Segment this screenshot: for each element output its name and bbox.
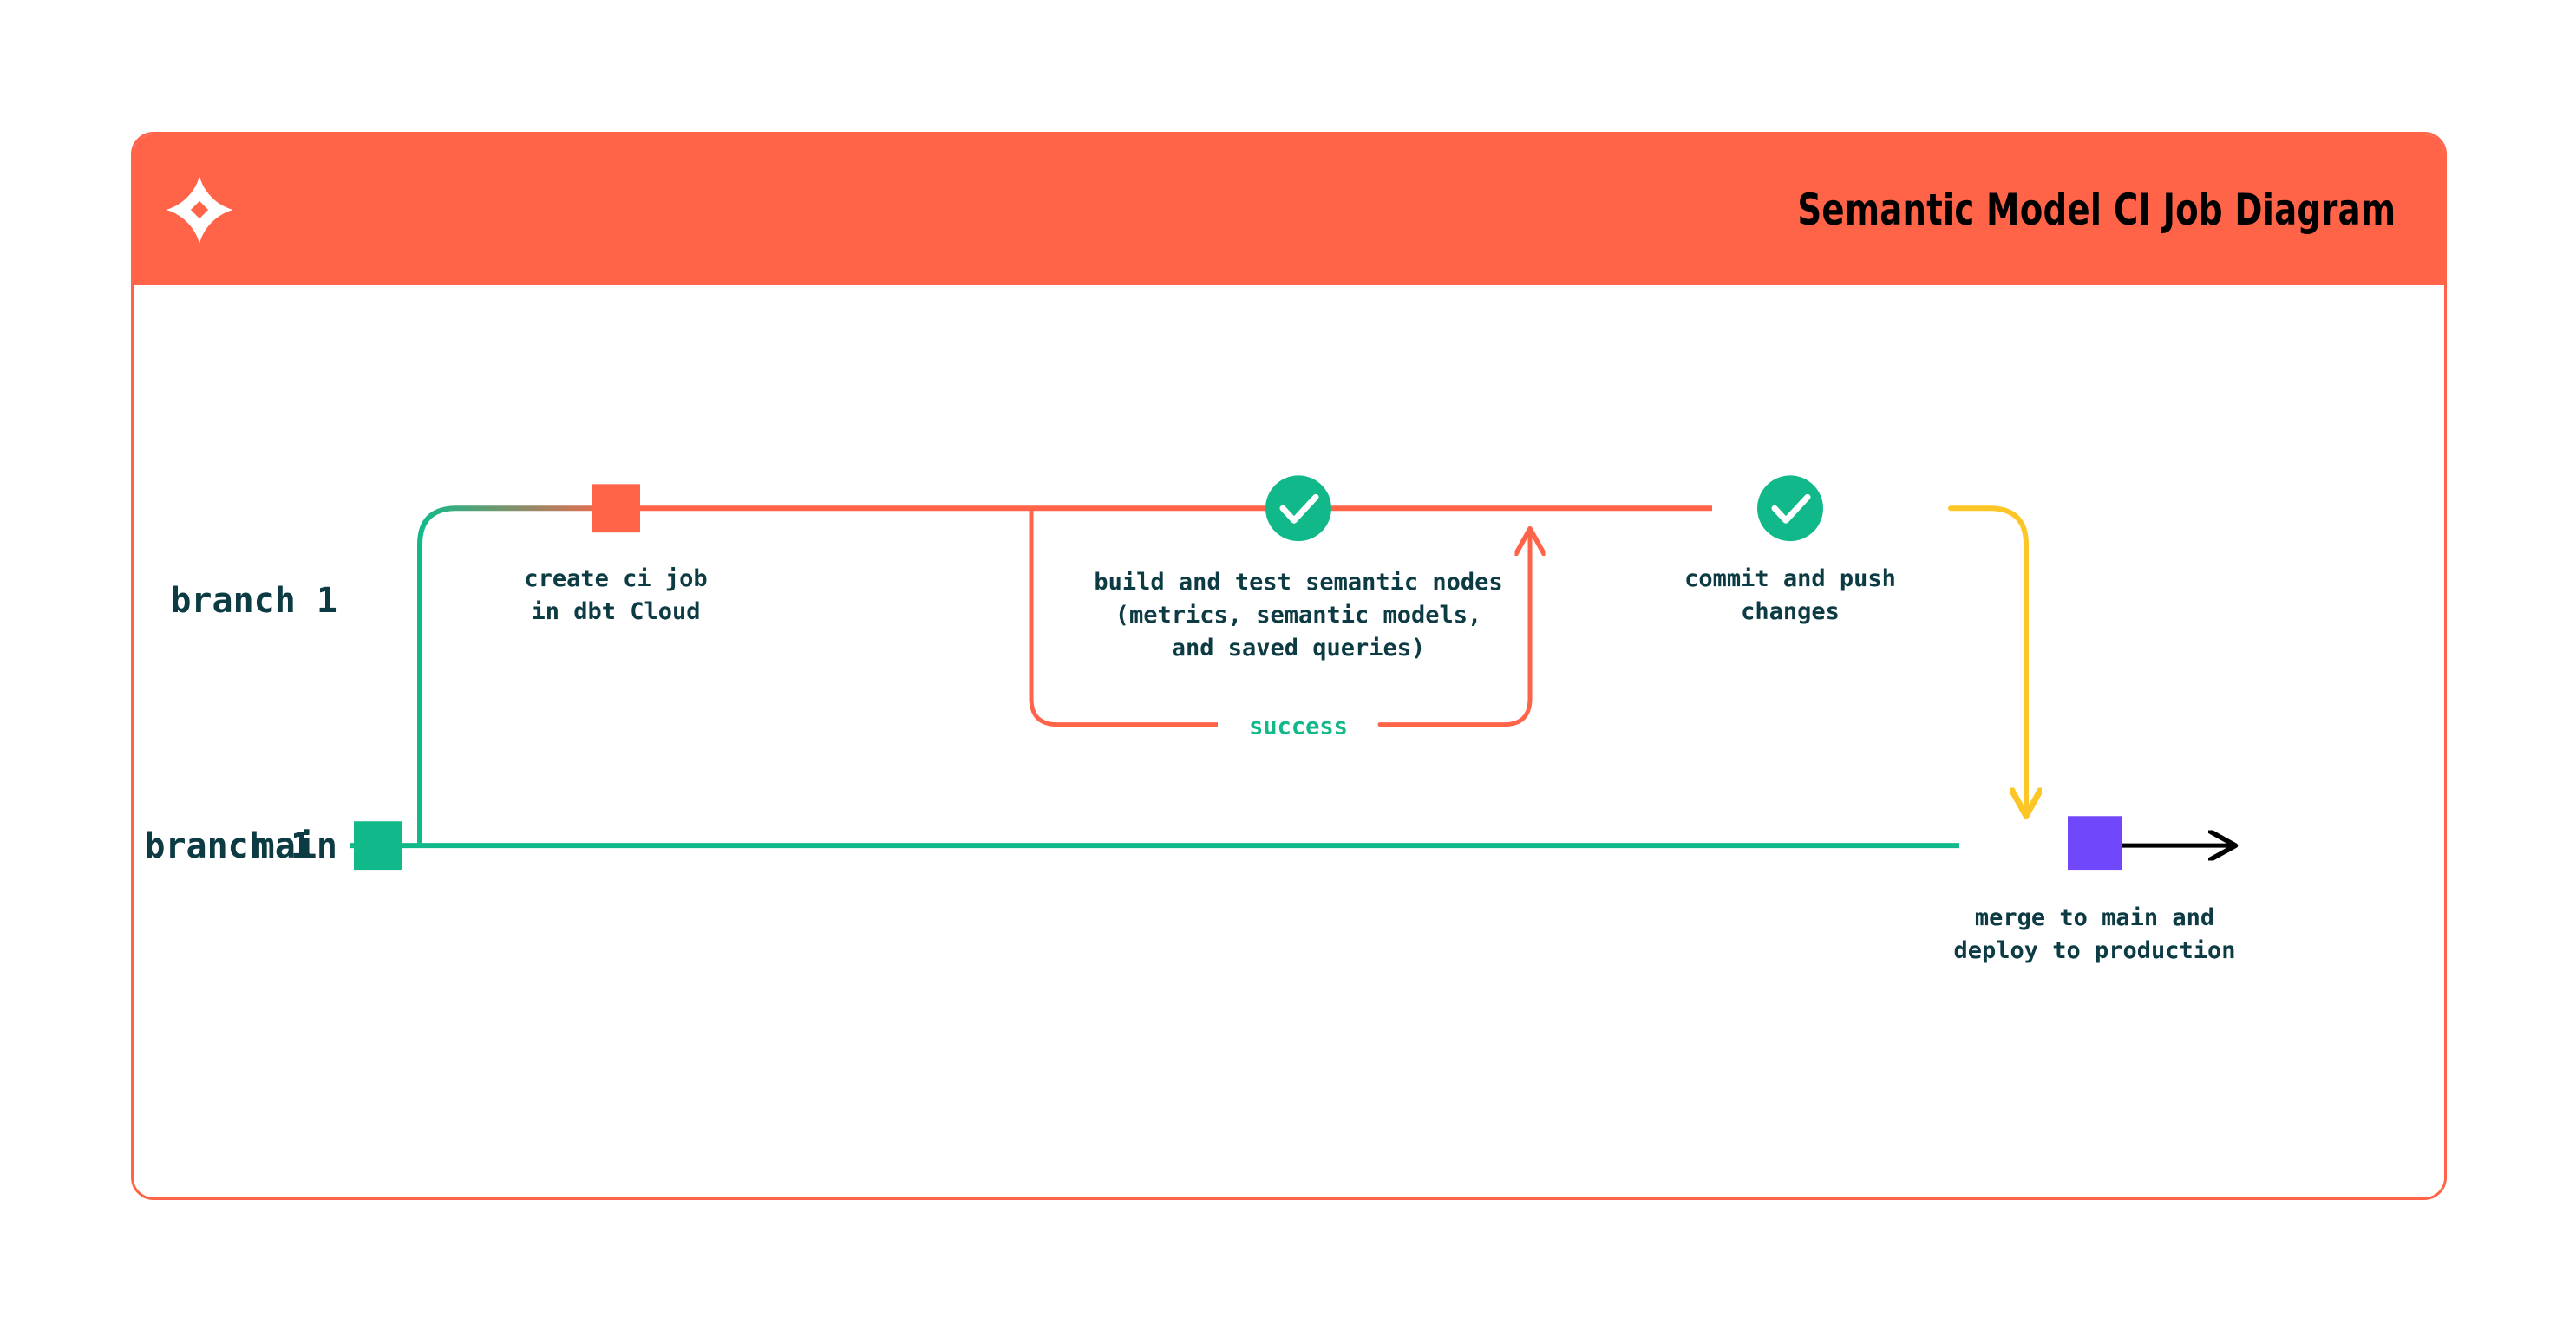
node-label-merge-to-main-line2: deploy to production	[1953, 937, 2235, 964]
node-label-build-and-test-line3: and saved queries)	[1172, 635, 1426, 662]
diagram-canvas: success branch 1 branch 1 main	[134, 285, 2444, 1197]
node-commit-and-push[interactable]: commit and push changes	[1684, 475, 1896, 625]
node-label-commit-and-push-line2: changes	[1741, 598, 1840, 625]
lane-label-main-text: main	[254, 826, 337, 866]
card-header: Semantic Model CI Job Diagram	[134, 134, 2444, 285]
lane-label-main-group: main	[254, 826, 337, 866]
node-circle-build-and-test	[1265, 475, 1331, 542]
edge-success-loop: success	[1029, 508, 1530, 740]
node-label-commit-and-push-line1: commit and push	[1684, 565, 1896, 592]
edge-fork-from-main	[417, 505, 622, 849]
node-label-create-ci-job-line2: in dbt Cloud	[531, 598, 700, 625]
lane-label-branch-1-group: branch 1	[170, 581, 337, 621]
diagram-card: Semantic Model CI Job Diagram	[131, 132, 2447, 1200]
node-merge-to-main[interactable]: merge to main and deploy to production	[1953, 816, 2236, 964]
edge-merge-into-main	[1948, 505, 2026, 812]
node-label-build-and-test-line2: (metrics, semantic models,	[1115, 602, 1482, 629]
lane-label-branch-1-text: branch 1	[170, 581, 337, 621]
node-circle-commit-and-push	[1757, 475, 1823, 542]
node-build-and-test[interactable]: build and test semantic nodes (metrics, …	[1094, 475, 1503, 662]
node-label-merge-to-main-line1: merge to main and	[1975, 904, 2214, 931]
lane-label-branch-1: branch 1	[144, 826, 311, 866]
check-icon	[1771, 493, 1811, 524]
check-icon	[1279, 493, 1319, 524]
node-main-start[interactable]	[354, 821, 402, 871]
dbt-star-icon	[163, 173, 236, 246]
node-label-build-and-test-line1: build and test semantic nodes	[1094, 569, 1502, 596]
page-title: Semantic Model CI Job Diagram	[1797, 185, 2396, 235]
node-create-ci-job[interactable]: create ci job in dbt Cloud	[524, 484, 708, 625]
edge-label-success: success	[1249, 714, 1348, 740]
node-label-create-ci-job-line1: create ci job	[524, 565, 707, 592]
branch-flow-svg: success branch 1 branch 1 main	[144, 475, 2444, 964]
